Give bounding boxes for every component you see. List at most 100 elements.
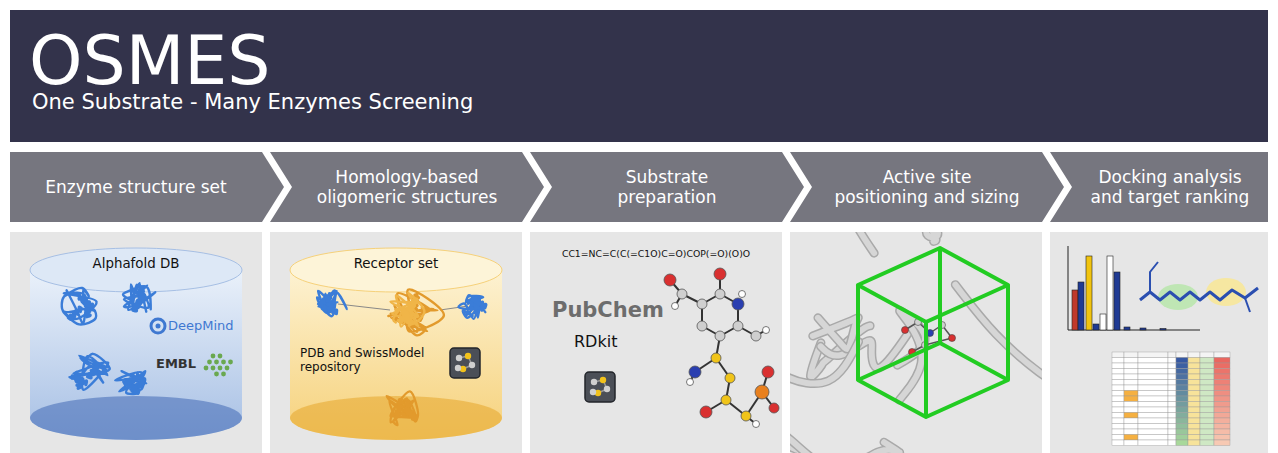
cylinder-floor xyxy=(30,396,242,440)
embl-logo xyxy=(207,360,212,365)
step-panel xyxy=(10,232,262,453)
table-cell xyxy=(1112,369,1124,375)
icon-atom xyxy=(455,365,461,371)
molecule-atom xyxy=(697,321,707,331)
table-cell xyxy=(1168,391,1176,397)
table-cell xyxy=(1112,440,1124,446)
table-cell xyxy=(1112,380,1124,386)
molecule-atom xyxy=(714,268,726,280)
protein-helix xyxy=(68,307,81,319)
table-cell xyxy=(1112,385,1124,391)
table-cell xyxy=(1200,380,1214,386)
logo-label: EMBL xyxy=(156,356,196,372)
step-chevron: Enzyme structure set xyxy=(10,152,284,222)
protein-helix xyxy=(404,408,417,421)
table-cell xyxy=(1200,385,1214,391)
protein-ribbon xyxy=(388,289,444,335)
database-cylinder: Receptor setPDB and SwissModel repositor… xyxy=(290,248,502,440)
protein-helix xyxy=(72,375,86,384)
table-cell xyxy=(1176,424,1188,430)
protein-ribbon xyxy=(387,391,418,425)
molecule-atom xyxy=(725,373,735,383)
table-cell xyxy=(1214,385,1230,391)
table-cell xyxy=(1176,413,1188,419)
table-cell xyxy=(1168,418,1176,424)
table-cell xyxy=(1124,396,1138,402)
ligand-chain xyxy=(1140,288,1258,300)
step-label: Substrate preparation xyxy=(602,167,732,208)
molecule-atom xyxy=(721,395,731,405)
table-cell xyxy=(1168,402,1176,408)
step-panel-outline xyxy=(530,232,782,453)
chart-bar xyxy=(1086,256,1092,330)
table-cell xyxy=(1188,413,1200,419)
search-box xyxy=(856,285,860,380)
search-box xyxy=(924,322,928,417)
chevron-shape xyxy=(10,152,284,222)
protein-tube xyxy=(790,415,900,453)
table-cell xyxy=(1168,380,1176,386)
title: OSMES xyxy=(29,27,271,95)
table-cell xyxy=(1200,440,1214,446)
step-chevron: Substrate preparation xyxy=(530,152,804,222)
table-cell xyxy=(1138,363,1168,369)
protein-helix xyxy=(472,298,486,308)
table-cell xyxy=(1188,407,1200,413)
header-band xyxy=(10,10,1268,142)
table-cell xyxy=(1124,391,1138,397)
icon-atom xyxy=(590,389,596,395)
table-cell xyxy=(1124,363,1138,369)
embl-logo xyxy=(204,366,209,371)
icon-atom xyxy=(469,362,475,368)
table-cell xyxy=(1214,407,1230,413)
table-cell xyxy=(1214,363,1230,369)
protein-tube xyxy=(813,318,858,349)
docking-analysis-illustration xyxy=(1068,246,1258,446)
step-panel xyxy=(270,232,522,453)
active-site-illustration xyxy=(790,232,1042,453)
chart-axis xyxy=(1068,246,1069,330)
molecule-atom xyxy=(672,303,679,310)
embl-logo xyxy=(225,366,230,371)
table-cell xyxy=(1138,429,1168,435)
icon-atom xyxy=(465,353,471,359)
protein-tube xyxy=(918,232,961,241)
table-cell xyxy=(1214,435,1230,441)
protein-helix xyxy=(79,297,93,308)
chart-bar xyxy=(1093,324,1099,330)
table-cell xyxy=(1124,352,1138,358)
table-cell xyxy=(1214,424,1230,430)
table-cell xyxy=(1112,413,1124,419)
protein-tube xyxy=(955,285,1042,383)
molecule-atom xyxy=(769,403,779,413)
table-cell xyxy=(1214,396,1230,402)
table-cell xyxy=(1200,402,1214,408)
source-note: PDB and SwissModel repository xyxy=(300,346,440,375)
molecule-atom xyxy=(741,411,751,421)
table-cell xyxy=(1188,374,1200,380)
table-cell xyxy=(1176,418,1188,424)
table-cell xyxy=(1138,440,1168,446)
table-cell xyxy=(1188,369,1200,375)
molecule-atom xyxy=(677,289,687,299)
protein-ribbon xyxy=(390,293,424,327)
deepmind-logo xyxy=(151,319,165,333)
protein-helix xyxy=(326,296,332,312)
table-cell xyxy=(1200,396,1214,402)
search-box xyxy=(858,343,1008,417)
table-cell xyxy=(1124,413,1138,419)
table-cell xyxy=(1176,363,1188,369)
ligand-atom xyxy=(949,335,956,342)
database-cylinder: Alphafold DBDeepMindEMBL xyxy=(30,248,242,440)
database-cylinder-outline xyxy=(30,248,242,440)
table-cell xyxy=(1138,413,1168,419)
protein-ribbon xyxy=(62,288,97,325)
molecule-atom xyxy=(715,331,725,341)
table-cell xyxy=(1176,391,1188,397)
table-cell xyxy=(1200,391,1214,397)
table-cell xyxy=(1200,429,1214,435)
table-cell xyxy=(1138,374,1168,380)
step-label: Enzyme structure set xyxy=(45,177,226,197)
table-cell xyxy=(1138,418,1168,424)
table-cell xyxy=(1188,429,1200,435)
